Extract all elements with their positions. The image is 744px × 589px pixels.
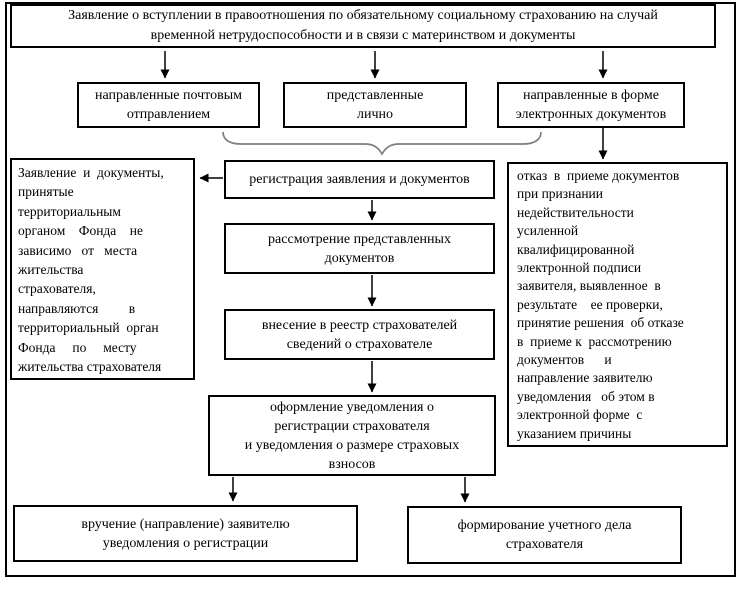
outcome-delivery-box: вручение (направление) заявителю уведомл… <box>13 505 358 562</box>
outer-border <box>5 2 736 577</box>
title-box: Заявление о вступлении в правоотношения … <box>10 4 716 48</box>
channel-inperson-box: представленные лично <box>283 82 467 128</box>
step-review-box: рассмотрение представленных документов <box>224 223 495 274</box>
step-notice-box: оформление уведомления о регистрации стр… <box>208 395 496 476</box>
channel-electronic-box: направленные в форме электронных докумен… <box>497 82 685 128</box>
outcome-file-box: формирование учетного дела страхователя <box>407 506 682 564</box>
step-register-entry-box: внесение в реестр страхователей сведений… <box>224 309 495 360</box>
left-note-box: Заявление и документы, принятые территор… <box>10 158 195 380</box>
step-registration-box: регистрация заявления и документов <box>224 160 495 199</box>
channel-postal-box: направленные почтовым отправлением <box>77 82 260 128</box>
right-note-box: отказ в приеме документов при признании … <box>507 162 728 447</box>
